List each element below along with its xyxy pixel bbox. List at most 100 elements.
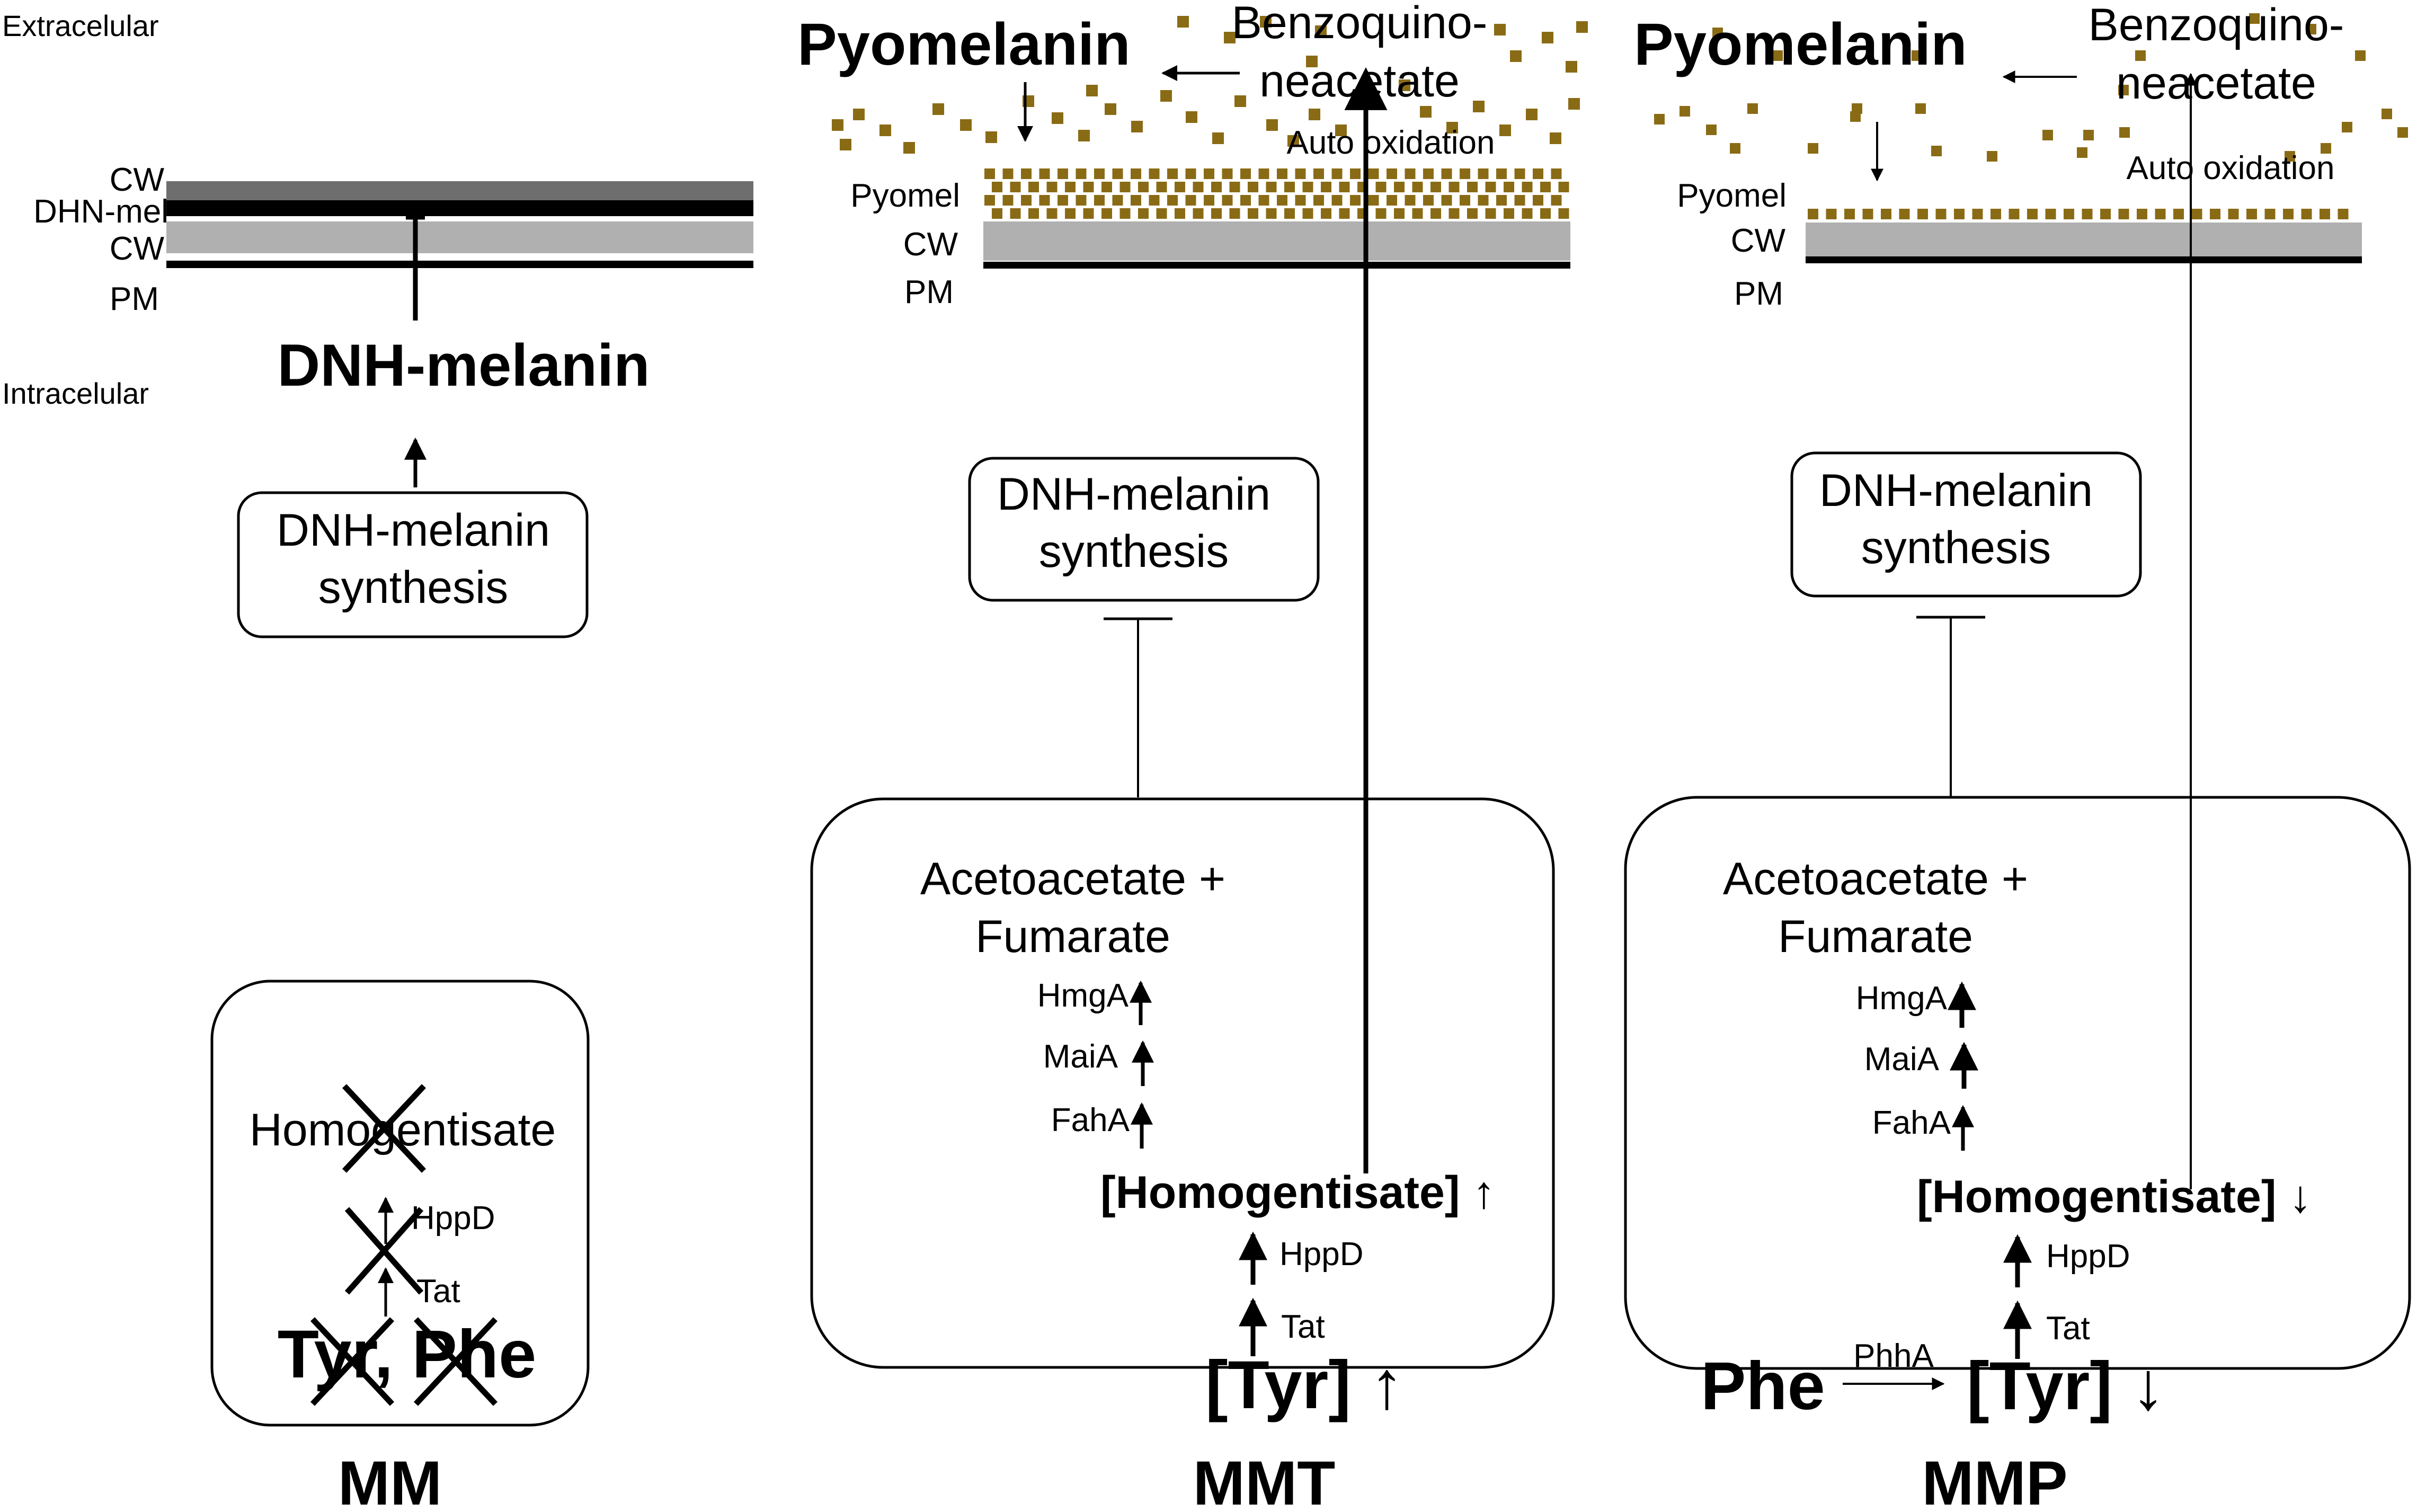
pyomelanin-granule (1712, 28, 1723, 38)
pyomelanin-layer-granule (1119, 182, 1131, 192)
pyomelanin-layer-granule (1046, 182, 1058, 192)
pyomelanin-granule (1287, 135, 1299, 147)
mmp-tyr: [Tyr] ↓ (1967, 1348, 2165, 1424)
pyomelanin-layer-granule (1039, 168, 1050, 179)
pyomelanin-layer-granule (1119, 208, 1131, 219)
pyomelanin-layer-granule (1540, 182, 1551, 192)
mmp-synthesis-line2: synthesis (1861, 522, 2051, 573)
pyomelanin-layer-granule (1331, 195, 1343, 206)
pyomelanin-layer-granule (1175, 208, 1185, 219)
pyomelanin-layer-granule (1266, 182, 1277, 192)
pyomelanin-layer-granule (1058, 195, 1068, 206)
mmt-pyomelanin-layer (984, 168, 1569, 219)
pyomelanin-layer-granule (1167, 168, 1178, 179)
pyomelanin-layer-granule (992, 182, 1002, 192)
mmp-cell-wall (1806, 223, 2362, 256)
pyomelanin-layer-granule (1028, 182, 1039, 192)
pyomelanin-layer-granule (1412, 208, 1423, 219)
mm-synthesis-line1: DNH-melanin (277, 505, 550, 556)
mmt-faha-label: FahA (1051, 1102, 1130, 1139)
pyomelanin-layer-granule (1558, 208, 1569, 219)
pyomelanin-layer-granule (1021, 168, 1032, 179)
pyomelanin-layer-granule (984, 195, 995, 206)
pyomelanin-layer-granule (1002, 195, 1014, 206)
pyomelanin-layer-granule (1175, 182, 1185, 192)
pyomelanin-layer-granule (1302, 182, 1313, 192)
mmp-pyomelanin-title: Pyomelanin (1634, 11, 1967, 77)
pyomelanin-layer-granule (1405, 168, 1416, 179)
mmp-benzoquinoneacetate-line1: Benzoquino- (2089, 0, 2344, 50)
pyomelanin-layer-granule (1010, 208, 1021, 219)
pyomelanin-granule (1420, 106, 1432, 118)
pyomelanin-layer-granule (1039, 195, 1050, 206)
mm-tyr-phe: Tyr, Phe (278, 1317, 537, 1392)
pyomelanin-granule (2321, 143, 2331, 154)
mm-cw-top-label: CW (110, 162, 165, 198)
pyomelanin-layer-granule (2027, 209, 2038, 219)
mmp-homogentisate: [Homogentisate] ↓ (1917, 1171, 2312, 1222)
pyomelanin-layer-granule (1248, 208, 1258, 219)
mm-cell-wall-inner (166, 221, 753, 253)
pyomelanin-layer-granule (1138, 208, 1149, 219)
pyomelanin-granule (1542, 32, 1553, 43)
pyomelanin-layer-granule (1504, 208, 1514, 219)
pyomelanin-layer-granule (1558, 182, 1569, 192)
pyomelanin-layer-granule (1277, 195, 1287, 206)
pyomelanin-layer-granule (2320, 209, 2330, 219)
mmt-acetoacetate: Acetoacetate + (920, 853, 1225, 904)
mmp-hmga-label: HmgA (1856, 980, 1948, 1017)
pyomelanin-layer-granule (2264, 209, 2276, 219)
pyomelanin-granule (2306, 24, 2316, 34)
pyomelanin-layer-granule (1149, 195, 1160, 206)
mmt-homogentisate: [Homogentisate] ↑ (1100, 1167, 1495, 1218)
pyomelanin-layer-granule (1295, 168, 1306, 179)
pyomelanin-granule (1494, 24, 1506, 35)
pyomelanin-layer-granule (1935, 209, 1947, 219)
mmp-pm-label: PM (1734, 275, 1783, 312)
mmp-synthesis-line1: DNH-melanin (1819, 465, 2093, 516)
pyomelanin-granule (2119, 127, 2130, 138)
mmt-plasma-membrane (983, 262, 1570, 269)
pyomelanin-layer-granule (1240, 168, 1251, 179)
pyomelanin-layer-granule (1485, 208, 1496, 219)
pyomelanin-layer-granule (1350, 195, 1361, 206)
mm-panel-label: MM (338, 1448, 442, 1512)
mmt-fumarate: Fumarate (975, 911, 1170, 962)
extracellular-label: Extracelular (2, 9, 159, 42)
pyomelanin-layer-granule (1138, 182, 1149, 192)
pyomelanin-layer-granule (1229, 182, 1240, 192)
pyomelanin-granule (1335, 124, 1347, 136)
mmt-benzoquinoneacetate-line2: neacetate (1259, 56, 1460, 106)
pyomelanin-layer-granule (1430, 182, 1441, 192)
pyomelanin-granule (2249, 13, 2260, 24)
pyomelanin-granule (1086, 85, 1098, 96)
pyomelanin-granule (879, 124, 891, 136)
pyomelanin-layer-granule (1430, 208, 1441, 219)
mm-cell-wall-outer (166, 181, 753, 203)
pyomelanin-layer-granule (1010, 182, 1021, 192)
mmt-maia-label: MaiA (1043, 1038, 1118, 1075)
pyomelanin-layer-granule (1076, 195, 1087, 206)
mm-homogentisate-cross (342, 1084, 426, 1173)
pyomelanin-layer-granule (2100, 209, 2111, 219)
pyomelanin-granule (1224, 32, 1236, 43)
pyomelanin-layer-granule (1313, 195, 1324, 206)
mmt-benzoquinoneacetate-line1: Benzoquino- (1232, 0, 1488, 48)
mm-phe-cross (413, 1317, 498, 1406)
pyomelanin-granule (1105, 103, 1116, 115)
pyomelanin-granule (832, 119, 843, 131)
pyomelanin-layer-granule (2338, 209, 2349, 219)
pyomelanin-layer-granule (1156, 182, 1167, 192)
pyomelanin-granule (1186, 111, 1197, 123)
mmt-synthesis-line2: synthesis (1039, 526, 1229, 577)
pyomelanin-layer-granule (1412, 182, 1423, 192)
pyomelanin-granule (2382, 109, 2392, 119)
pyomelanin-layer-granule (1313, 168, 1324, 179)
mmp-auto-oxidation: Auto oxidation (2127, 150, 2335, 186)
pyomelanin-layer-granule (1504, 182, 1514, 192)
pyomelanin-layer-granule (1240, 195, 1251, 206)
pyomelanin-layer-granule (1248, 182, 1258, 192)
pyomelanin-granule (1568, 98, 1580, 110)
pyomelanin-layer-granule (1460, 195, 1470, 206)
